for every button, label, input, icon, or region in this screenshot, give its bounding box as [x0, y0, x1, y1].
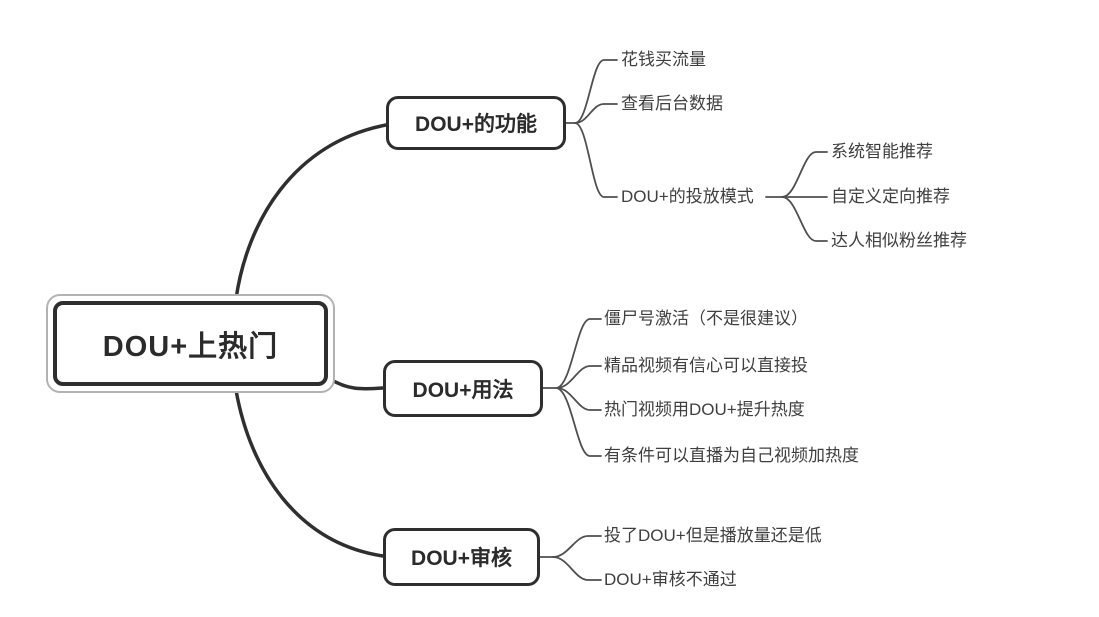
- root-node-frame: DOU+上热门: [53, 301, 328, 386]
- connector-livestream-boost: [556, 387, 602, 457]
- leaf-delivery-modes[interactable]: DOU+的投放模式: [621, 187, 754, 206]
- connector-hot-video: [556, 387, 602, 411]
- leaf-quality-video-direct-invest[interactable]: 精品视频有信心可以直接投: [604, 356, 808, 375]
- root-node[interactable]: DOU+上热门: [46, 294, 335, 393]
- connector-low-plays: [552, 535, 602, 558]
- connector-review-failed: [552, 556, 602, 581]
- leaf-view-backend-data[interactable]: 查看后台数据: [621, 94, 723, 113]
- leaf-zombie-account-activation[interactable]: 僵尸号激活（不是很建议）: [604, 309, 808, 328]
- connector-system-recommend: [781, 151, 828, 198]
- connector-root-to-functions: [234, 123, 388, 301]
- leaf-review-not-passed[interactable]: DOU+审核不通过: [604, 570, 737, 589]
- branch-label: DOU+的功能: [415, 113, 537, 136]
- branch-label: DOU+用法: [412, 378, 514, 402]
- leaf-buy-traffic[interactable]: 花钱买流量: [621, 50, 706, 69]
- leaf-low-plays-after-dou[interactable]: 投了DOU+但是播放量还是低: [604, 526, 822, 545]
- leaf-hot-video-boost[interactable]: 热门视频用DOU+提升热度: [604, 400, 805, 419]
- branch-node-dou-review[interactable]: DOU+审核: [383, 528, 540, 586]
- connector-delivery-modes: [574, 122, 618, 198]
- connector-root-to-review: [234, 388, 385, 558]
- leaf-similar-follower-recommend[interactable]: 达人相似粉丝推荐: [831, 231, 967, 250]
- branch-node-dou-usage[interactable]: DOU+用法: [383, 360, 543, 417]
- connector-root-to-usage: [328, 377, 385, 391]
- leaf-system-smart-recommend[interactable]: 系统智能推荐: [831, 142, 933, 161]
- connector-similar-recommend: [781, 196, 828, 242]
- root-node-label: DOU+上热门: [102, 330, 279, 363]
- branch-label: DOU+审核: [411, 547, 512, 570]
- connector-zombie-account: [556, 318, 602, 389]
- leaf-livestream-heat-boost[interactable]: 有条件可以直播为自己视频加热度: [604, 446, 859, 465]
- connector-quality-video: [556, 365, 602, 389]
- leaf-custom-targeted-recommend[interactable]: 自定义定向推荐: [831, 187, 950, 206]
- connector-buy-traffic: [574, 59, 618, 124]
- connector-view-backend: [574, 103, 618, 124]
- branch-node-dou-functions[interactable]: DOU+的功能: [386, 96, 566, 150]
